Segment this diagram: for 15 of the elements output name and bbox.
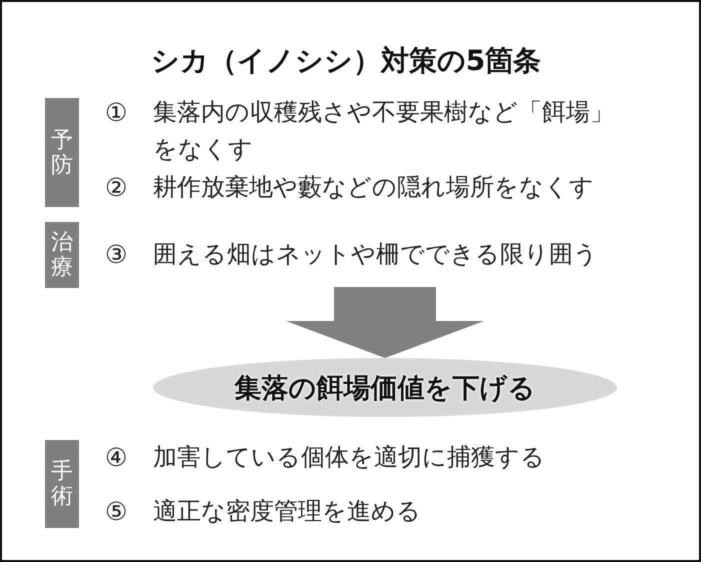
list-item-text: 適正な密度管理を進める xyxy=(153,496,422,527)
list-item-text: 耕作放棄地や藪などの隠れ場所をなくす xyxy=(153,172,595,203)
item-number: ③ xyxy=(105,239,127,271)
item-number: ① xyxy=(105,97,127,129)
list-item-text: 集落内の収穫残さや不要果樹など「餌場」をなくす xyxy=(153,97,615,165)
category-tag: 手術 xyxy=(45,440,79,528)
title: シカ（イノシシ）対策の5箇条 xyxy=(150,43,542,79)
category-tag: 予防 xyxy=(45,98,79,207)
item-number: ④ xyxy=(105,442,127,474)
list-item-text: 加害している個体を適切に捕獲する xyxy=(153,442,546,473)
block-arrow xyxy=(286,287,484,358)
category-tag: 治療 xyxy=(45,222,79,288)
item-number: ⑤ xyxy=(105,496,127,528)
list-item-text: 囲える畑はネットや柵でできる限り囲う xyxy=(153,239,599,270)
item-number: ② xyxy=(105,172,127,204)
